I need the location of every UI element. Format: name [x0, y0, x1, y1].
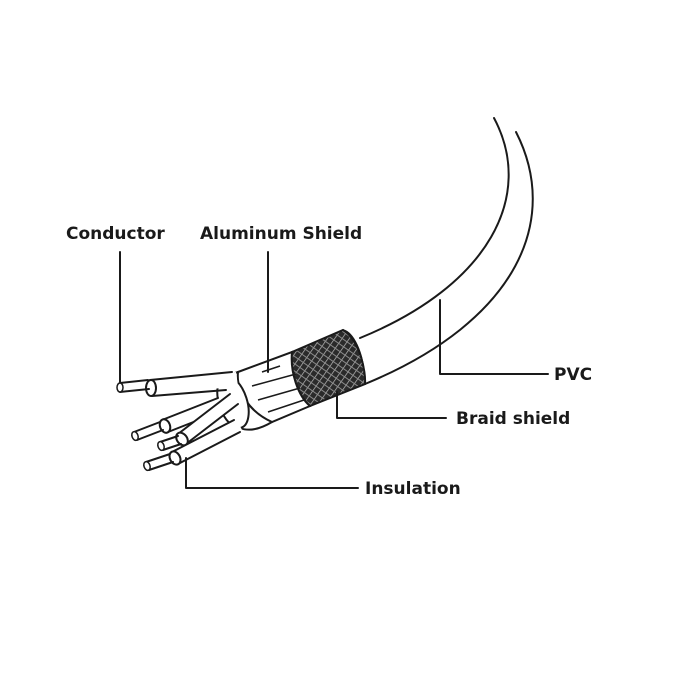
leader-lines — [119, 251, 549, 489]
pvc-leader — [439, 299, 549, 375]
pvc-jacket — [337, 117, 534, 385]
conductor-wire — [116, 371, 238, 397]
label-pvc: PVC — [554, 365, 592, 385]
label-braid-shield: Braid shield — [456, 409, 570, 429]
insulation-leader — [185, 457, 359, 489]
label-conductor: Conductor — [66, 224, 165, 244]
braid-shield-leader — [336, 391, 447, 419]
label-insulation: Insulation — [365, 479, 461, 499]
label-aluminum-shield: Aluminum Shield — [200, 224, 362, 244]
inner-wires — [131, 392, 242, 472]
